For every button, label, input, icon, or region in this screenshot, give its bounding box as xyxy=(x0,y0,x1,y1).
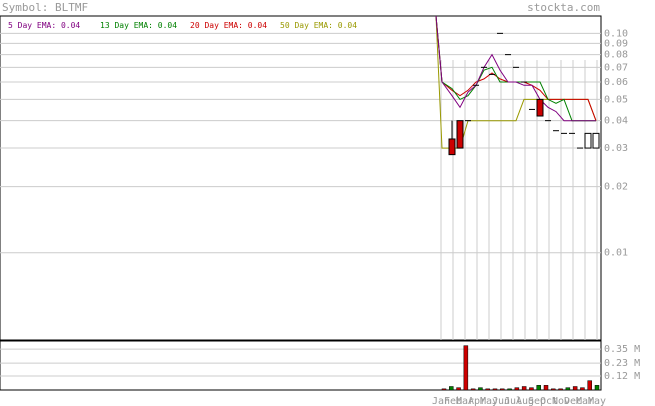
volume-bar xyxy=(543,385,549,391)
candle-body xyxy=(448,138,456,156)
volume-bar xyxy=(514,387,520,391)
volume-tick-label: 0.35 M xyxy=(604,344,640,355)
candle xyxy=(448,120,456,156)
volume-tick-label: 0.23 M xyxy=(604,358,640,369)
volume-bars xyxy=(441,345,600,391)
month-label: Jun xyxy=(492,396,510,406)
candle xyxy=(536,98,544,117)
volume-bar xyxy=(580,387,585,391)
price-tick-label: 0.01 xyxy=(604,248,628,259)
volume-bar xyxy=(507,388,512,391)
price-tick-label: 0.05 xyxy=(604,94,628,105)
month-label: Mar xyxy=(576,396,594,406)
candle xyxy=(584,132,592,149)
candle-body xyxy=(536,98,544,117)
month-grid xyxy=(440,60,598,340)
candle-body xyxy=(592,132,600,149)
volume-bar xyxy=(492,388,498,391)
volume-bar xyxy=(536,385,541,391)
candles xyxy=(448,32,600,156)
volume-bar xyxy=(529,387,534,391)
candle xyxy=(592,132,600,149)
site-label: stockta.com xyxy=(527,1,600,14)
candle-body xyxy=(584,132,592,149)
volume-bar xyxy=(565,387,571,391)
month-label: Jan xyxy=(432,396,450,406)
symbol-label: Symbol: BLTMF xyxy=(2,1,88,14)
month-label: Jul xyxy=(504,396,522,406)
price-tick-label: 0.03 xyxy=(604,143,628,154)
volume-bar xyxy=(485,388,490,391)
volume-bar xyxy=(500,388,505,391)
price-tick-label: 0.09 xyxy=(604,38,628,49)
month-label: Oct xyxy=(540,396,558,406)
volume-bar xyxy=(449,386,454,391)
volume-bar xyxy=(587,380,592,391)
volume-panel-frame xyxy=(0,340,602,391)
price-tick-label: 0.02 xyxy=(604,182,628,193)
month-label: Feb xyxy=(444,396,462,406)
month-label: Mar xyxy=(456,396,474,406)
candle xyxy=(456,120,464,149)
volume-bar xyxy=(521,386,527,391)
month-label: Aug xyxy=(516,396,534,406)
volume-bar xyxy=(551,388,556,391)
volume-bar xyxy=(594,385,600,391)
volume-axis: 0.35 M 0.23 M 0.12 M xyxy=(0,344,640,382)
volume-bar xyxy=(470,388,476,391)
legend-ema13: 13 Day EMA: 0.04 xyxy=(100,21,177,30)
legend: 5 Day EMA: 0.04 13 Day EMA: 0.04 20 Day … xyxy=(8,21,357,30)
ema5-line xyxy=(435,15,596,122)
month-label: Nov xyxy=(552,396,570,406)
volume-bar xyxy=(558,388,563,391)
volume-bar xyxy=(441,388,447,391)
month-label: Dec xyxy=(564,396,582,406)
price-tick-label: 0.08 xyxy=(604,50,628,61)
month-label: Apr xyxy=(468,396,486,406)
price-tick-label: 0.04 xyxy=(604,116,628,127)
legend-ema5: 5 Day EMA: 0.04 xyxy=(8,21,80,30)
price-panel-frame xyxy=(0,15,602,341)
candle-body xyxy=(456,120,464,149)
volume-bar xyxy=(456,387,461,391)
price-axis-labels: 0.100.090.080.07 0.06 0.05 0.04 0.03 0.02 0.01 xyxy=(604,28,628,258)
volume-bar xyxy=(572,386,578,391)
ema-lines xyxy=(435,15,597,149)
legend-ema50: 50 Day EMA: 0.04 xyxy=(280,21,357,30)
volume-bar xyxy=(478,387,483,391)
month-axis-labels: JanFebMarAprMayJunJulAugSepOctNovDecMarM… xyxy=(432,396,606,406)
volume-bar xyxy=(463,345,469,391)
price-tick-label: 0.06 xyxy=(604,77,628,88)
price-tick-label: 0.10 xyxy=(604,28,628,39)
month-label: May xyxy=(588,396,606,406)
price-tick-label: 0.07 xyxy=(604,62,628,73)
volume-tick-label: 0.12 M xyxy=(604,371,640,382)
legend-ema20: 20 Day EMA: 0.04 xyxy=(190,21,267,30)
month-label: Sep xyxy=(528,396,546,406)
month-label: May xyxy=(480,396,498,406)
